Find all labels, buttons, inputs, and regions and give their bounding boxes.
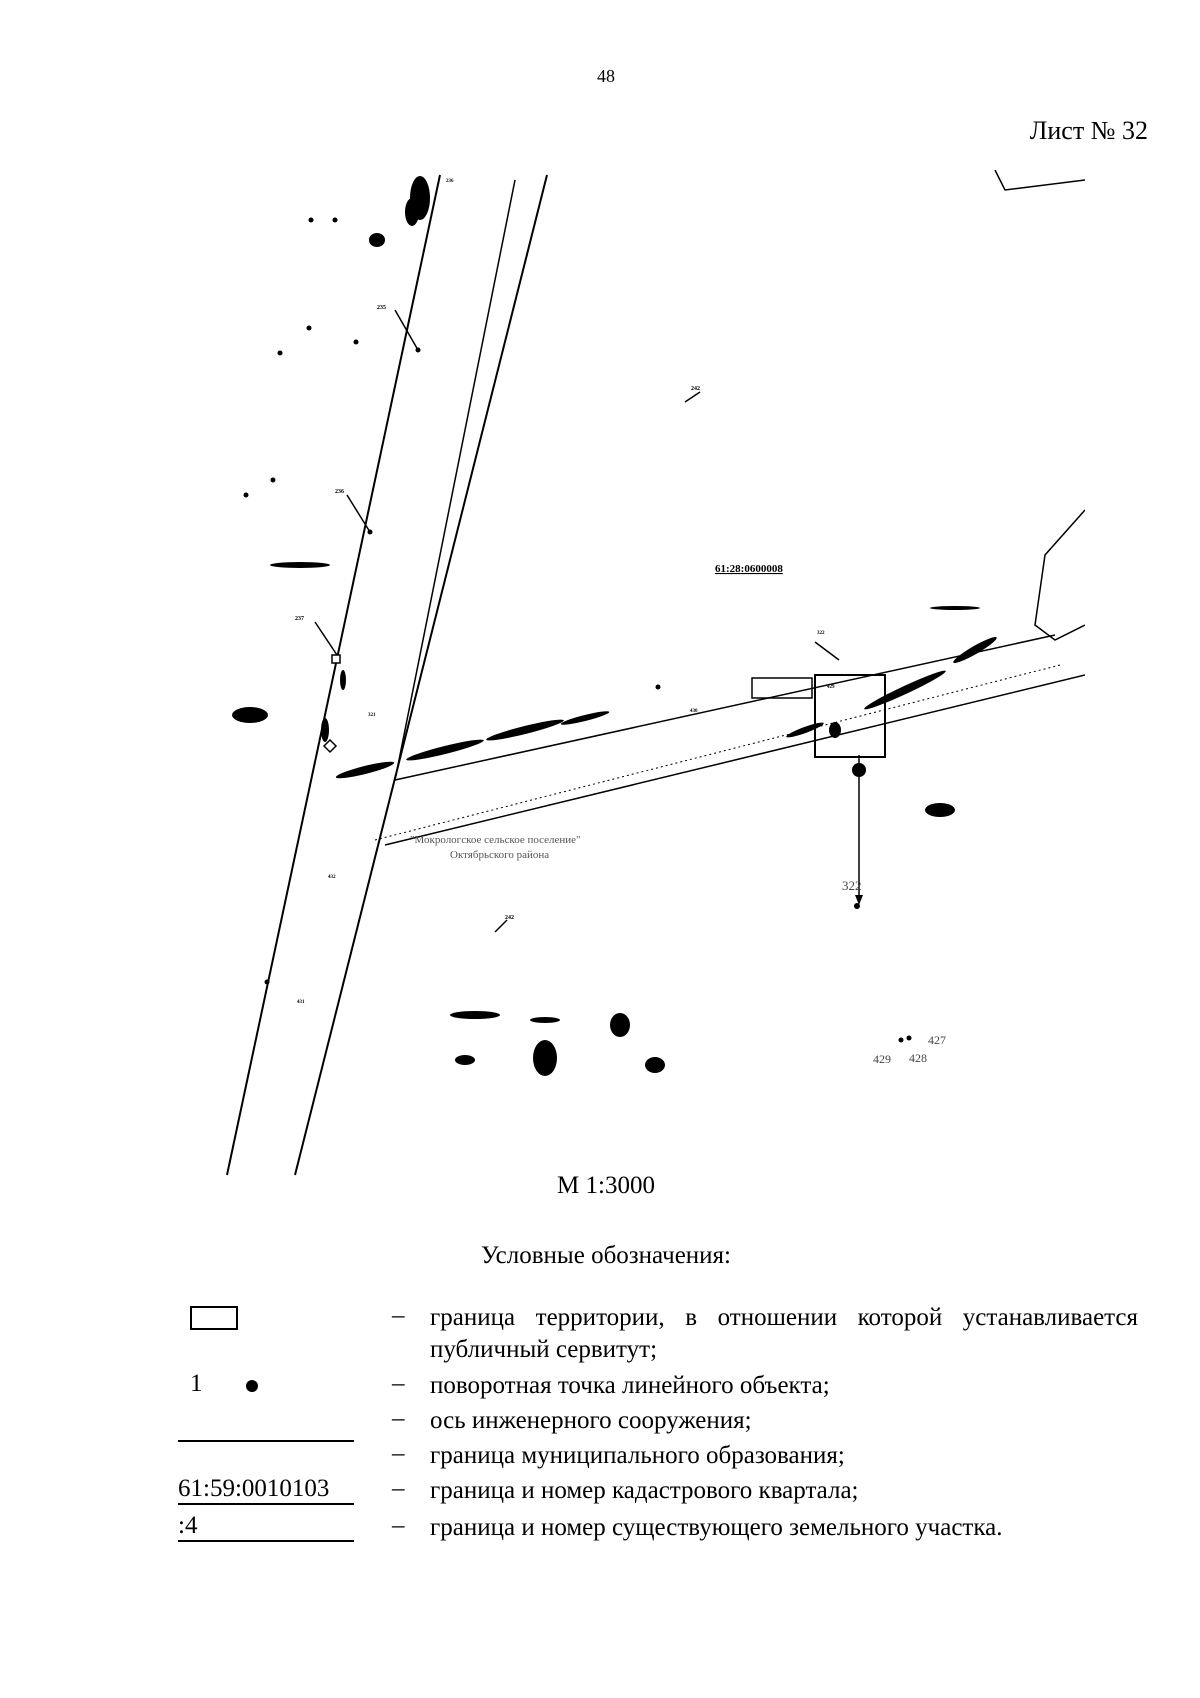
label-427: 427 (928, 1033, 946, 1047)
point-misc-3 (306, 325, 312, 331)
legend-item-servitude: – граница территории, в отношении которо… (178, 1302, 1138, 1366)
turn-point-dot (246, 1380, 258, 1392)
vegetation (321, 176, 955, 1076)
point-misc-7 (243, 492, 249, 498)
sheet-title: Лист № 32 (1029, 116, 1148, 145)
small-rect (751, 677, 813, 699)
label-431: 431 (297, 1000, 305, 1005)
road-edge-left (226, 174, 441, 1176)
point-427a (898, 1037, 904, 1043)
servitude-area (814, 674, 886, 758)
leader-242-bottom (494, 919, 508, 933)
leader-237 (314, 621, 338, 656)
parcel-line-1 (384, 674, 1085, 846)
label-municipality-1: "Мокрологское сельское поселение" (410, 834, 581, 846)
label-428: 428 (909, 1051, 927, 1065)
point-235 (415, 347, 421, 353)
map-drawing: 61:28:0600008 "Мокрологское сельское пос… (226, 170, 1085, 1176)
legend-item-municipal: – граница муниципального образования; (178, 1440, 1138, 1472)
point-322-bottom (854, 903, 860, 909)
label-322: 322 (817, 631, 825, 636)
label-242-top: 242 (691, 386, 700, 392)
label-321: 321 (368, 713, 376, 718)
point-236 (367, 529, 373, 535)
label-236-top: 236 (446, 179, 454, 184)
road-edge-right (294, 174, 548, 1176)
label-235: 235 (377, 305, 386, 311)
turn-point-number: 1 (190, 1370, 203, 1397)
quarter-symbol: 61:59:0010103 (178, 1475, 354, 1505)
hedge-row (232, 562, 997, 1023)
quarter-boundary (394, 179, 1056, 781)
point-427b (906, 1035, 912, 1041)
boundary-right (1034, 509, 1085, 641)
label-430: 430 (690, 709, 698, 714)
label-322-b: 322 (842, 878, 862, 893)
point-misc-8 (655, 684, 661, 690)
leader-235 (394, 309, 419, 351)
parcel-symbol: :4 (178, 1512, 354, 1542)
label-242-bottom: 242 (505, 915, 514, 921)
label-236: 236 (335, 489, 344, 495)
axis-arrow (855, 895, 863, 905)
point-misc-1 (308, 217, 314, 223)
point-misc-5 (353, 339, 359, 345)
leader-236 (346, 494, 371, 533)
servitude-symbol (190, 1306, 238, 1330)
leader-242-top (684, 391, 701, 403)
label-432: 432 (328, 875, 336, 880)
legend-item-axis: – ось инженерного сооружения; (392, 1405, 752, 1434)
label-quarter: 61:28:0600008 (715, 563, 783, 575)
point-misc-2 (332, 217, 338, 223)
point-misc-9 (264, 979, 270, 985)
point-237 (331, 654, 341, 664)
label-429: 429 (873, 1052, 891, 1066)
legend-item-quarter: 61:59:0010103 – граница и номер кадастро… (178, 1475, 859, 1505)
point-misc-6 (270, 477, 276, 483)
label-municipality-2: Октябрьского района (450, 849, 549, 861)
municipal-line-symbol (178, 1440, 354, 1442)
structure-point (852, 763, 866, 777)
parcel-line-2 (374, 664, 1061, 841)
map-scale: М 1:3000 (557, 1172, 655, 1199)
point-misc-4 (277, 350, 283, 356)
leader-322 (814, 641, 840, 661)
point-diamond (322, 738, 338, 754)
legend-item-turn-point: 1 – поворотная точка линейного объекта; (190, 1370, 830, 1399)
label-237: 237 (295, 616, 304, 622)
legend-item-parcel: :4 – граница и номер существующего земел… (178, 1512, 1003, 1542)
legend-title: Условные обозначения: (480, 1242, 732, 1269)
page-number: 48 (597, 66, 615, 86)
label-429-b: 429 (827, 685, 835, 690)
boundary-top-right (994, 170, 1085, 191)
